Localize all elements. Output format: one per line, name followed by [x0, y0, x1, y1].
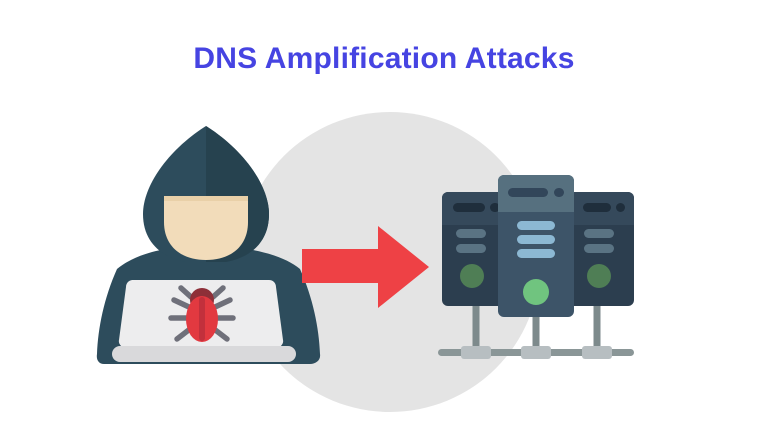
hacker-face — [164, 196, 248, 260]
page-title: DNS Amplification Attacks — [193, 42, 575, 75]
dns-server-cluster-icon — [438, 175, 634, 359]
hooded-hacker-icon — [96, 126, 321, 364]
hood-brim-shadow — [164, 196, 248, 201]
server-center — [498, 175, 574, 317]
server-right — [558, 192, 634, 306]
attack-arrow-icon — [302, 226, 429, 308]
server-led — [587, 264, 611, 288]
network-links-icon — [438, 290, 634, 359]
bug-wing-line — [199, 297, 205, 341]
laptop-base — [112, 346, 296, 362]
malware-bug-icon — [168, 285, 236, 342]
server-led — [523, 279, 549, 305]
server-led — [460, 264, 484, 288]
